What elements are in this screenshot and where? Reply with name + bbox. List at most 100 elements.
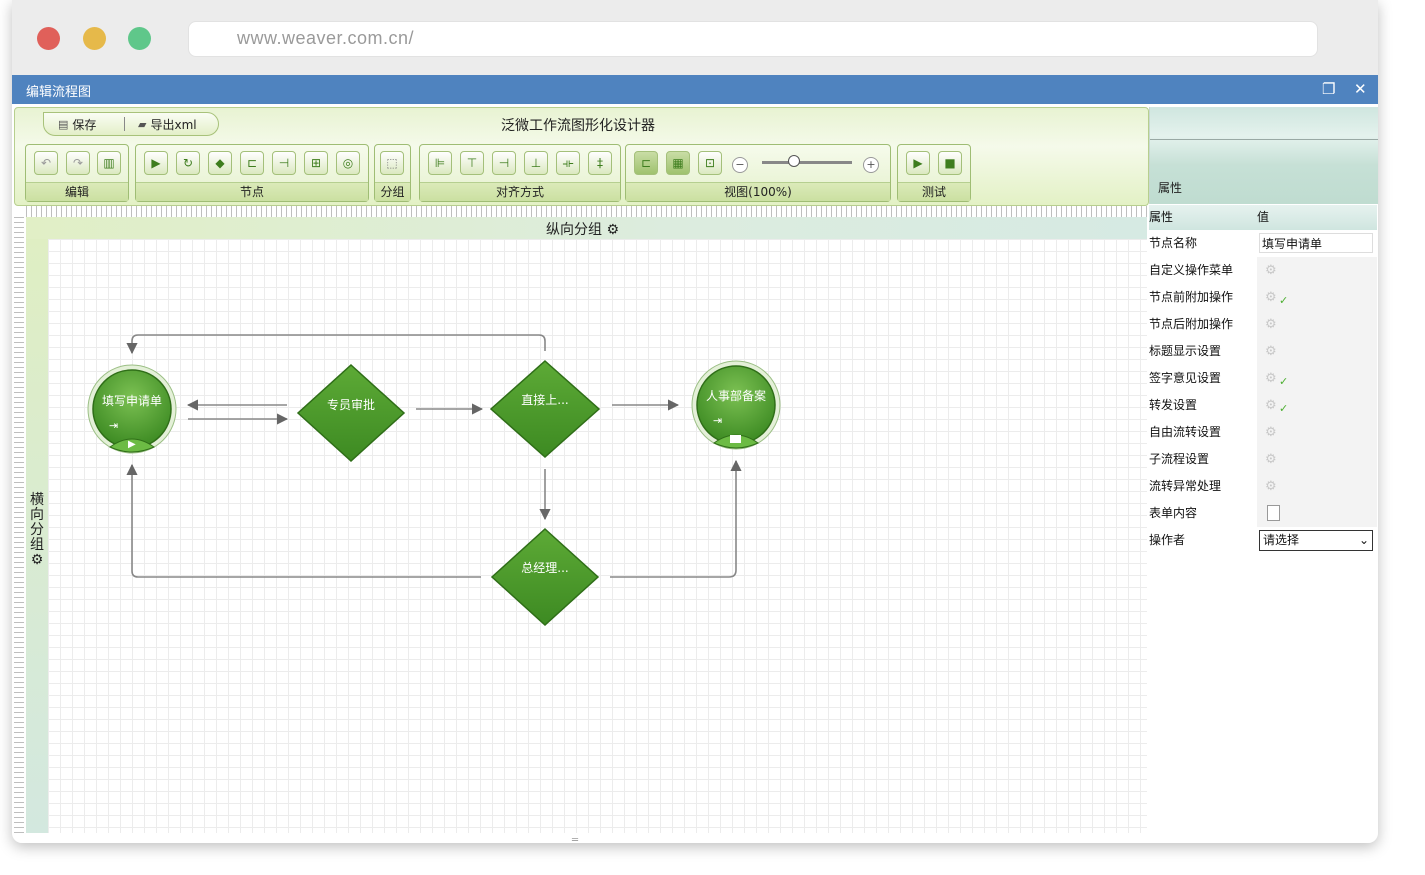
redo-icon[interactable]: ↷ [66,151,90,175]
property-row: 表单内容 [1149,500,1377,527]
save-label: 保存 [72,118,97,132]
property-row: 标题显示设置 ⚙ [1149,338,1377,365]
edit-group-label: 编辑 [26,182,128,201]
run-test-icon[interactable]: ▶ [906,151,930,175]
delete-icon[interactable]: ▥ [97,151,121,175]
settings-gear-icon[interactable]: ⚙ [1265,452,1277,467]
settings-gear-icon[interactable]: ⚙ [1265,290,1277,305]
enter-icon: ⇥ [713,414,722,427]
review-node-label: 专员审批 [327,397,375,412]
end-node-icon[interactable]: ◎ [336,151,360,175]
export-xml-button[interactable]: ▰ 导出xml [138,116,197,133]
save-button[interactable]: ▤ 保存 [58,116,96,133]
align-right-icon[interactable]: ⊣ [492,151,516,175]
settings-gear-icon[interactable]: ⚙ [1265,479,1277,494]
header-value: 值 [1257,205,1377,230]
align-top-icon[interactable]: ⊤ [460,151,484,175]
address-bar[interactable]: www.weaver.com.cn/ [188,21,1318,57]
close-window-dot[interactable] [37,27,60,50]
design-canvas[interactable]: 填写申请单 ⇥ ▶ 专员审批 直接上... 总经理 [48,239,1147,833]
check-icon: ✓ [1279,402,1289,415]
settings-gear-icon[interactable]: ⚙ [1265,398,1277,413]
review-node[interactable]: 专员审批 [296,363,406,463]
properties-header-row: 属性 值 [1149,205,1377,230]
align-bottom-icon[interactable]: ⊥ [524,151,548,175]
maximize-window-dot[interactable] [128,27,151,50]
vertical-group-text: 纵向分组 [546,222,602,238]
node-name-input[interactable]: 填写申请单 [1259,233,1373,253]
dialog-title: 编辑流程图 [26,85,92,100]
flow-diagram: 填写申请单 ⇥ ▶ 专员审批 直接上... 总经理 [87,334,781,627]
property-label: 节点前附加操作 [1149,284,1257,311]
branch-node-icon[interactable]: ⊏ [240,151,264,175]
gear-icon[interactable]: ⚙ [606,222,620,238]
gm-node[interactable]: 总经理... [490,527,600,627]
align-center-v-icon[interactable]: ‡ [588,151,612,175]
file-tab: ▤ 保存 ▰ 导出xml [43,112,219,136]
settings-gear-icon[interactable]: ⚙ [1265,263,1277,278]
ruler-toggle-icon[interactable]: ⊏ [634,151,658,175]
merge-node-icon[interactable]: ⊣ [272,151,296,175]
align-center-h-icon[interactable]: ⟛ [556,151,580,175]
subflow-node-icon[interactable]: ⊞ [304,151,328,175]
view-group-label: 视图(100%) [626,182,890,201]
settings-gear-icon[interactable]: ⚙ [1265,371,1277,386]
stop-test-icon[interactable]: ■ [938,151,962,175]
horizontal-group-bar[interactable]: 横向分组⚙ [26,239,48,833]
header-property: 属性 [1149,205,1257,230]
direct-node[interactable]: 直接上... [489,359,601,459]
gm-node-label: 总经理... [521,561,568,575]
properties-divider [1150,139,1378,140]
property-label: 节点名称 [1149,230,1257,257]
settings-gear-icon[interactable]: ⚙ [1265,425,1277,440]
property-row: 节点名称 填写申请单 [1149,230,1377,257]
connector-gm-start[interactable] [126,463,481,578]
select-area-icon[interactable]: ⬚ [380,151,404,175]
operator-select[interactable]: 请选择 ⌄ [1259,530,1373,551]
property-row: 操作者 请选择 ⌄ [1149,527,1377,554]
property-value: ⚙ [1257,419,1377,446]
align-left-icon[interactable]: ⊫ [428,151,452,175]
zoom-out-icon[interactable]: − [732,157,748,173]
hr-node[interactable]: 人事部备案 ⇥ [691,360,781,450]
diamond-node-icon[interactable]: ◆ [208,151,232,175]
edit-group: ↶ ↷ ▥ 编辑 [25,144,129,202]
stop-icon [730,435,741,443]
zoom-in-icon[interactable]: + [863,157,879,173]
zoom-slider-knob[interactable] [788,155,800,167]
connector-return-to-start[interactable] [126,334,546,355]
gear-icon[interactable]: ⚙ [30,552,44,568]
horizontal-ruler [26,206,1147,217]
fit-view-icon[interactable]: ⊡ [698,151,722,175]
start-node[interactable]: 填写申请单 ⇥ ▶ [87,364,177,454]
settings-gear-icon[interactable]: ⚙ [1265,344,1277,359]
resize-handle[interactable]: ═ [572,835,579,843]
close-icon[interactable]: ✕ [1354,80,1367,98]
document-icon[interactable] [1267,505,1280,521]
grid-toggle-icon[interactable]: ▦ [666,151,690,175]
property-label: 子流程设置 [1149,446,1257,473]
node-group: ▶ ↻ ◆ ⊏ ⊣ ⊞ ◎ 节点 [135,144,369,202]
properties-header: 属性 [1149,107,1378,204]
property-value: ⚙ [1257,338,1377,365]
property-label: 签字意见设置 [1149,365,1257,392]
vertical-group-bar[interactable]: 纵向分组 ⚙ [26,217,1147,239]
minimize-window-dot[interactable] [83,27,106,50]
connector-gm-hr[interactable] [610,459,742,578]
property-value: ⚙ [1257,473,1377,500]
property-value: 填写申请单 [1257,230,1377,257]
url-text: www.weaver.com.cn/ [237,28,415,48]
restore-icon[interactable]: ❐ [1322,80,1336,98]
settings-gear-icon[interactable]: ⚙ [1265,317,1277,332]
property-row: 子流程设置 ⚙ [1149,446,1377,473]
loop-node-icon[interactable]: ↻ [176,151,200,175]
node-group-label: 节点 [136,182,368,201]
property-row: 流转异常处理 ⚙ [1149,473,1377,500]
property-label: 标题显示设置 [1149,338,1257,365]
start-node-icon[interactable]: ▶ [144,151,168,175]
property-label: 表单内容 [1149,500,1257,527]
property-value [1257,500,1377,527]
undo-icon[interactable]: ↶ [34,151,58,175]
zoom-slider[interactable] [762,155,852,167]
property-row: 自由流转设置 ⚙ [1149,419,1377,446]
